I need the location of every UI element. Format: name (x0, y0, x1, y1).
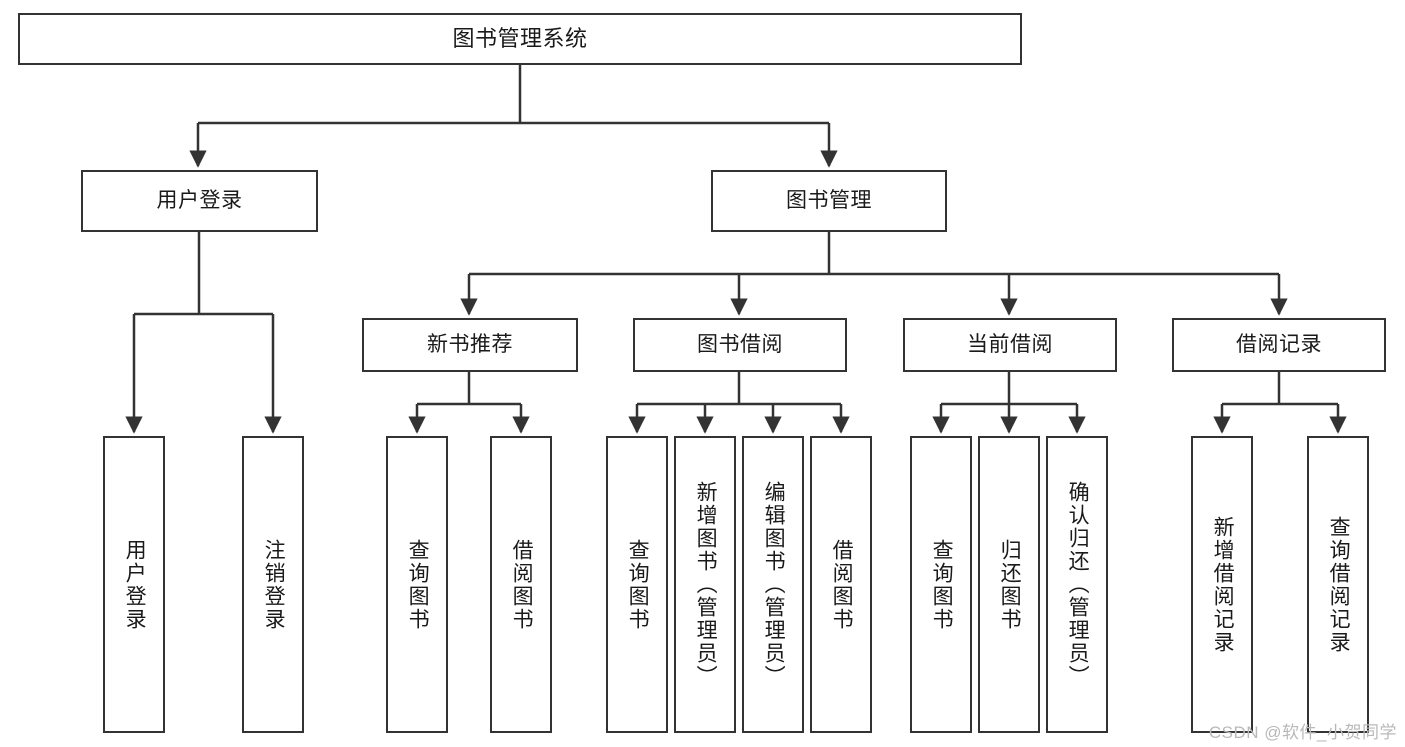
node-leaf-query-book-1-label: 查询图书 (406, 538, 430, 631)
node-leaf-return-book[interactable]: 归还图书 (978, 436, 1040, 733)
node-leaf-user-login-label: 用户登录 (123, 538, 147, 631)
node-user-login-label: 用户登录 (156, 189, 243, 213)
node-leaf-return-book-label: 归还图书 (998, 538, 1022, 631)
node-root-system[interactable]: 图书管理系统 (18, 13, 1022, 65)
node-leaf-add-record[interactable]: 新增借阅记录 (1191, 436, 1253, 733)
node-leaf-logout-login[interactable]: 注销登录 (242, 436, 304, 733)
node-book-borrow-label: 图书借阅 (697, 333, 783, 357)
node-leaf-query-record-label: 查询借阅记录 (1327, 515, 1351, 654)
node-current-borrow[interactable]: 当前借阅 (903, 318, 1117, 372)
node-leaf-edit-book[interactable]: 编辑图书（管理员） (742, 436, 804, 733)
node-leaf-borrow-book-2-label: 借阅图书 (830, 538, 854, 631)
node-borrow-record-label: 借阅记录 (1236, 333, 1322, 357)
node-leaf-borrow-book-1[interactable]: 借阅图书 (490, 436, 552, 733)
node-leaf-borrow-book-2[interactable]: 借阅图书 (810, 436, 872, 733)
node-book-manage-label: 图书管理 (786, 189, 872, 213)
node-leaf-query-book-1[interactable]: 查询图书 (386, 436, 448, 733)
watermark-text: CSDN @软件_小贺同学 (1208, 723, 1397, 742)
node-leaf-query-record[interactable]: 查询借阅记录 (1307, 436, 1369, 733)
node-current-borrow-label: 当前借阅 (967, 333, 1053, 357)
node-leaf-add-book-label: 新增图书（管理员） (694, 481, 718, 688)
node-leaf-confirm-return-label: 确认归还（管理员） (1066, 481, 1090, 688)
node-leaf-query-book-3[interactable]: 查询图书 (910, 436, 972, 733)
node-borrow-record[interactable]: 借阅记录 (1172, 318, 1386, 372)
node-book-borrow[interactable]: 图书借阅 (633, 318, 847, 372)
node-leaf-query-book-2-label: 查询图书 (626, 538, 650, 631)
node-user-login[interactable]: 用户登录 (81, 170, 318, 232)
node-leaf-edit-book-label: 编辑图书（管理员） (762, 481, 786, 688)
node-new-book-recommend[interactable]: 新书推荐 (362, 318, 578, 372)
node-leaf-add-book[interactable]: 新增图书（管理员） (674, 436, 736, 733)
node-leaf-logout-login-label: 注销登录 (262, 538, 286, 631)
node-leaf-confirm-return[interactable]: 确认归还（管理员） (1046, 436, 1108, 733)
node-leaf-add-record-label: 新增借阅记录 (1211, 515, 1235, 654)
node-leaf-user-login[interactable]: 用户登录 (103, 436, 165, 733)
node-leaf-query-book-3-label: 查询图书 (930, 538, 954, 631)
node-leaf-query-book-2[interactable]: 查询图书 (606, 436, 668, 733)
node-leaf-borrow-book-1-label: 借阅图书 (510, 538, 534, 631)
node-root-label: 图书管理系统 (452, 25, 588, 51)
node-book-manage[interactable]: 图书管理 (711, 170, 947, 232)
node-new-book-recommend-label: 新书推荐 (427, 333, 513, 357)
